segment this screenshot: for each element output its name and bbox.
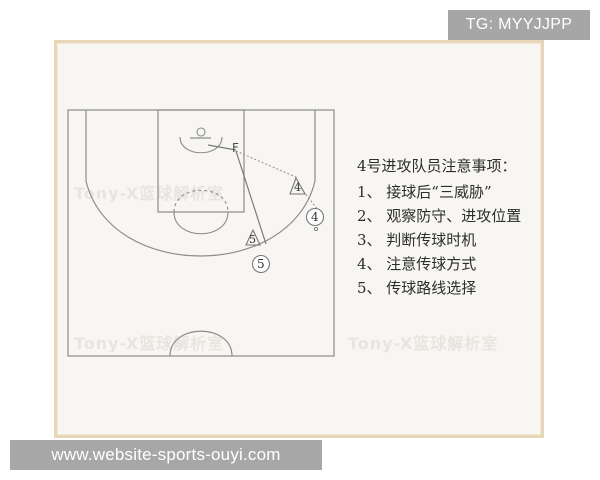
offense-5-marker xyxy=(245,228,261,246)
defense-5-marker xyxy=(251,254,271,274)
move-line-down xyxy=(235,150,267,245)
court-boundary xyxy=(67,109,335,357)
offense-notes: 4号进攻队员注意事项： 1、 接球后“三威胁” 2、 观察防守、进攻位置 3、 … xyxy=(357,154,547,300)
free-throw-arc-lower xyxy=(173,211,229,235)
center-circle xyxy=(169,330,233,357)
restricted-arc xyxy=(179,136,223,154)
offense-4-marker xyxy=(289,176,306,195)
defense-5-label: 5 xyxy=(257,257,265,271)
note-item-2: 2、 观察防守、进攻位置 xyxy=(357,207,522,225)
telegram-tag: TG: MYYJJPP xyxy=(448,10,590,40)
note-item-1: 1、 接球后“三威胁” xyxy=(357,183,492,201)
website-banner: www.website-sports-ouyi.com xyxy=(10,440,322,470)
defense-4-marker xyxy=(305,207,325,227)
pass-line-short xyxy=(207,144,237,151)
defense-4-dot xyxy=(313,226,319,232)
notes-title: 4号进攻队员注意事项： xyxy=(357,157,517,175)
lane xyxy=(157,109,245,213)
coach-mark: F xyxy=(232,141,239,155)
offense-5-label: 5 xyxy=(249,233,256,246)
three-point-line xyxy=(85,110,316,257)
hoop xyxy=(196,127,206,137)
offense-4-label: 4 xyxy=(294,181,301,194)
note-item-5: 5、 传球路线选择 xyxy=(357,279,477,297)
note-item-4: 4、 注意传球方式 xyxy=(357,255,477,273)
diagram-frame xyxy=(54,40,544,438)
free-throw-arc-upper xyxy=(173,189,229,213)
screen-line xyxy=(235,150,299,179)
defense-4-label: 4 xyxy=(311,210,319,224)
note-item-3: 3、 判断传球时机 xyxy=(357,231,477,249)
